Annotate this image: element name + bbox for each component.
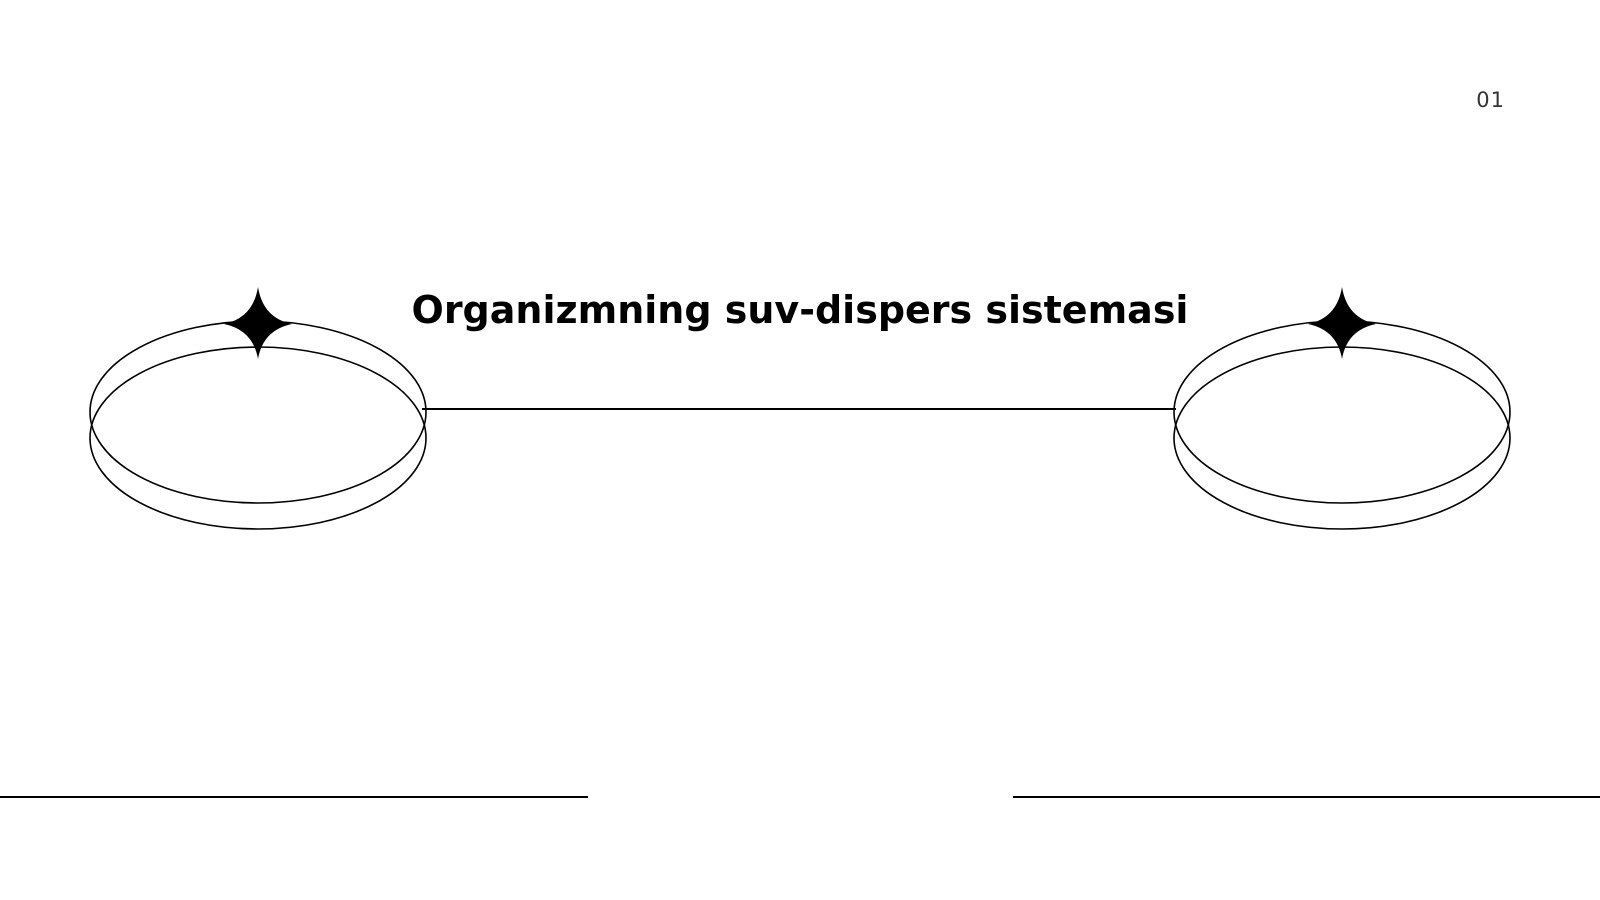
right-star-icon [1308, 287, 1376, 359]
left-star-icon [224, 287, 292, 359]
page-number: 01 [1476, 88, 1505, 112]
slide-title: Organizmning suv-dispers sistemasi [411, 288, 1189, 332]
